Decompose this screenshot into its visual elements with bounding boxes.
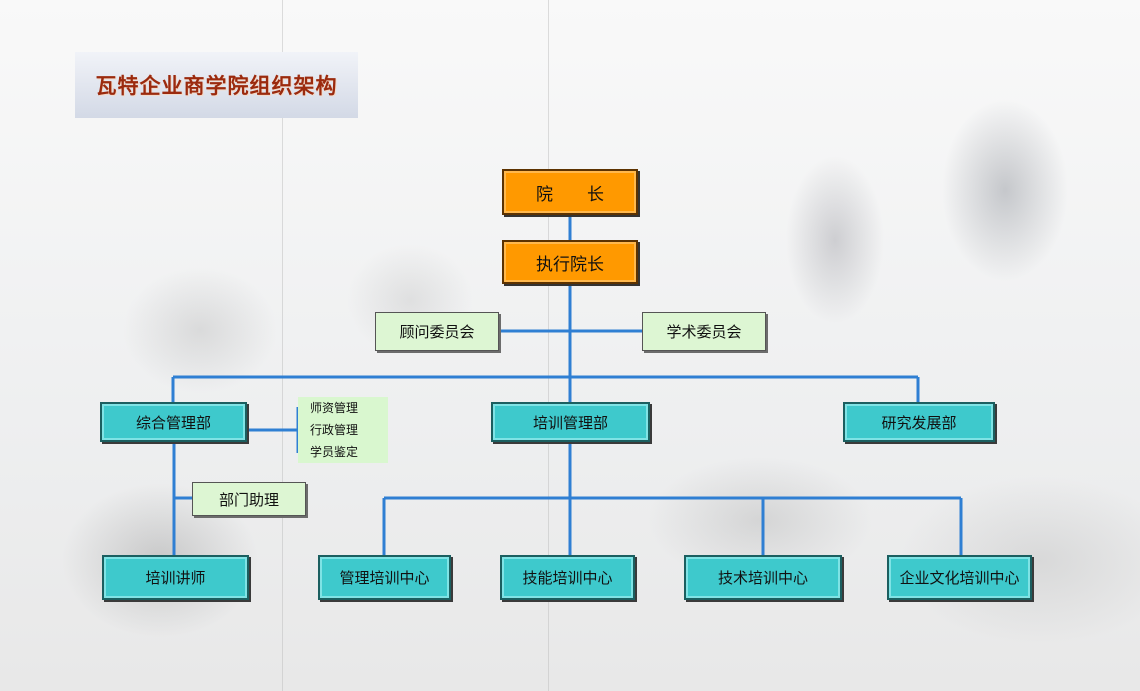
node-research-development: 研究发展部 <box>843 402 995 442</box>
node-academic-committee: 学术委员会 <box>642 312 766 351</box>
duty-item: 学员鉴定 <box>310 445 359 459</box>
node-management-training-center: 管理培训中心 <box>318 555 451 600</box>
node-skills-training-center: 技能培训中心 <box>500 555 635 600</box>
node-culture-training-center: 企业文化培训中心 <box>887 555 1032 600</box>
node-general-management: 综合管理部 <box>100 402 247 442</box>
node-trainer: 培训讲师 <box>102 555 249 600</box>
background-divider <box>548 0 549 691</box>
node-department-assistant: 部门助理 <box>192 482 306 516</box>
background-divider <box>282 0 283 691</box>
node-advisory-committee: 顾问委员会 <box>375 312 499 351</box>
page-title: 瓦特企业商学院组织架构 <box>95 74 338 98</box>
duty-item: 行政管理 <box>310 423 359 437</box>
general-management-duties: 师资管理 行政管理 学员鉴定 <box>298 397 388 463</box>
duty-item: 师资管理 <box>310 401 359 415</box>
node-executive-president: 执行院长 <box>502 240 638 284</box>
title-banner: 瓦特企业商学院组织架构 <box>75 52 358 118</box>
node-technical-training-center: 技术培训中心 <box>684 555 842 600</box>
node-training-management: 培训管理部 <box>491 402 650 442</box>
node-president: 院 长 <box>502 169 638 215</box>
